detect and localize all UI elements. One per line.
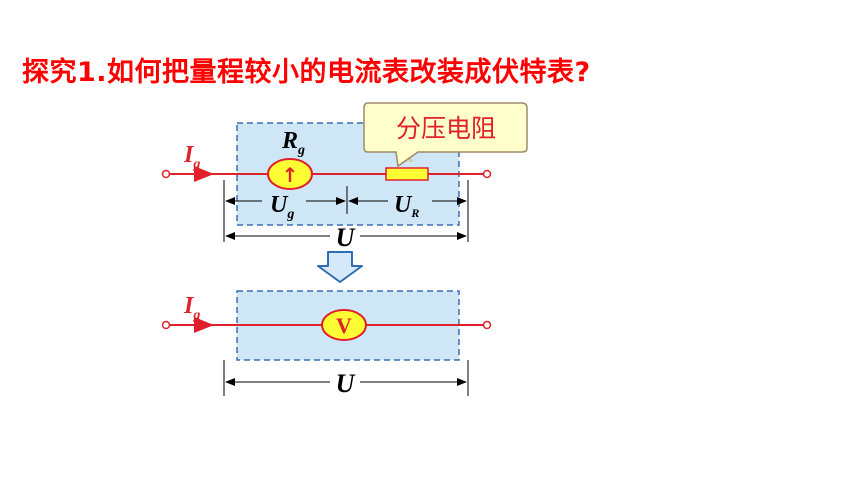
galvanometer-icon: [267, 158, 313, 190]
top-terminal-right: [482, 169, 492, 179]
callout-label: 分压电阻: [396, 114, 496, 143]
bottom-terminal-right: [482, 320, 492, 330]
transform-arrow-icon: [317, 251, 363, 283]
ug-label: Ug: [270, 192, 294, 222]
bottom-current-label: Ig: [183, 293, 200, 323]
bottom-terminal-left: [161, 320, 171, 330]
page-title: 探究1.如何把量程较小的电流表改装成伏特表?: [22, 57, 591, 88]
galvanometer-label: Rg: [281, 128, 305, 158]
voltmeter-icon: [321, 309, 367, 341]
voltmeter-symbol: V: [336, 313, 352, 338]
bottom-u-label: U: [336, 369, 356, 398]
resistor-icon: [385, 167, 429, 181]
callout-bubble: [363, 102, 528, 168]
top-terminal-left: [161, 169, 171, 179]
top-current-label: Ig: [183, 142, 200, 172]
top-u-label: U: [336, 223, 356, 252]
ur-label: UR: [394, 192, 419, 220]
galvanometer-needle: ↑: [282, 163, 299, 187]
